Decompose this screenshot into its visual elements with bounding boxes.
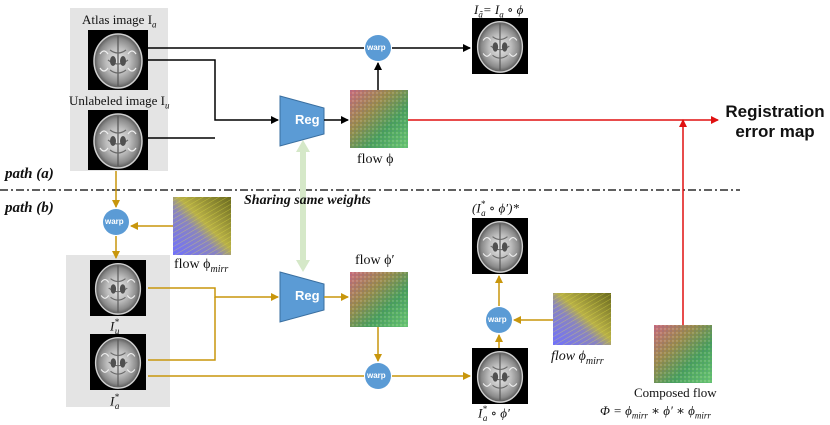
path-b-label: path (b) bbox=[5, 200, 54, 216]
composed-flow-label: Composed flow bbox=[634, 385, 717, 400]
warp-node-bottom bbox=[365, 363, 391, 389]
sharing-weights-arrow bbox=[296, 140, 310, 272]
sharing-weights-label: Sharing same weights bbox=[244, 193, 371, 208]
reg-block-top bbox=[279, 95, 325, 147]
mirrored-output-formula: (I*a ∘ ϕ′)* bbox=[472, 199, 519, 218]
arrow-atlas-to-reg bbox=[148, 59, 279, 124]
warp-node-left bbox=[103, 209, 129, 235]
flow-mirr-right-image bbox=[553, 293, 611, 345]
arrow-mirrored-atlas-to-reg bbox=[148, 297, 216, 361]
warped-atlas-image bbox=[472, 18, 528, 74]
flow-mirr-right-label: flow ϕmirr bbox=[551, 349, 604, 367]
warp-node-top bbox=[365, 35, 391, 61]
mirrored-warped-output-image bbox=[472, 218, 528, 274]
warp-label-bottom: warp bbox=[367, 371, 386, 380]
warp-label-top: warp bbox=[367, 43, 386, 52]
ia-star-composed-label: I*a ∘ ϕ′ bbox=[478, 404, 510, 423]
composed-flow-formula: Φ = ϕmirr ∗ ϕ′ ∗ ϕmirr bbox=[600, 403, 711, 421]
warped-mirrored-atlas-image bbox=[472, 348, 528, 404]
flow-phi-label: flow ϕ bbox=[357, 152, 394, 167]
flow-mirr-left-image bbox=[173, 197, 231, 255]
atlas-image-label: Atlas image Ia bbox=[82, 12, 157, 30]
ia-star-label: I*a bbox=[110, 392, 120, 411]
warp-label-right: warp bbox=[488, 315, 507, 324]
atlas-image bbox=[88, 30, 148, 90]
composed-flow-image bbox=[654, 325, 712, 383]
arrow-mirrored-unlabeled-to-reg bbox=[148, 287, 279, 301]
iu-star-label: I*u bbox=[110, 317, 120, 336]
warp-label-left: warp bbox=[105, 217, 124, 226]
mirrored-unlabeled-image bbox=[89, 260, 147, 316]
flow-phi-image bbox=[350, 90, 408, 148]
unlabeled-image-label: Unlabeled image Iu bbox=[69, 93, 170, 111]
reg-label-top: Reg bbox=[295, 112, 320, 127]
flow-phi-prime-label: flow ϕ′ bbox=[355, 253, 395, 268]
reg-block-bottom bbox=[279, 271, 325, 323]
reg-label-bottom: Reg bbox=[295, 288, 320, 303]
mirrored-atlas-image bbox=[89, 334, 147, 390]
registration-error-map-label: Registration error map bbox=[725, 102, 825, 142]
flow-phi-prime-image bbox=[350, 272, 408, 327]
warped-atlas-formula: Iã= Ia ∘ ϕ bbox=[474, 2, 524, 20]
unlabeled-image bbox=[88, 110, 148, 170]
flow-mirr-left-label: flow ϕmirr bbox=[174, 257, 229, 275]
warp-node-right bbox=[486, 307, 512, 333]
path-a-label: path (a) bbox=[5, 166, 54, 182]
